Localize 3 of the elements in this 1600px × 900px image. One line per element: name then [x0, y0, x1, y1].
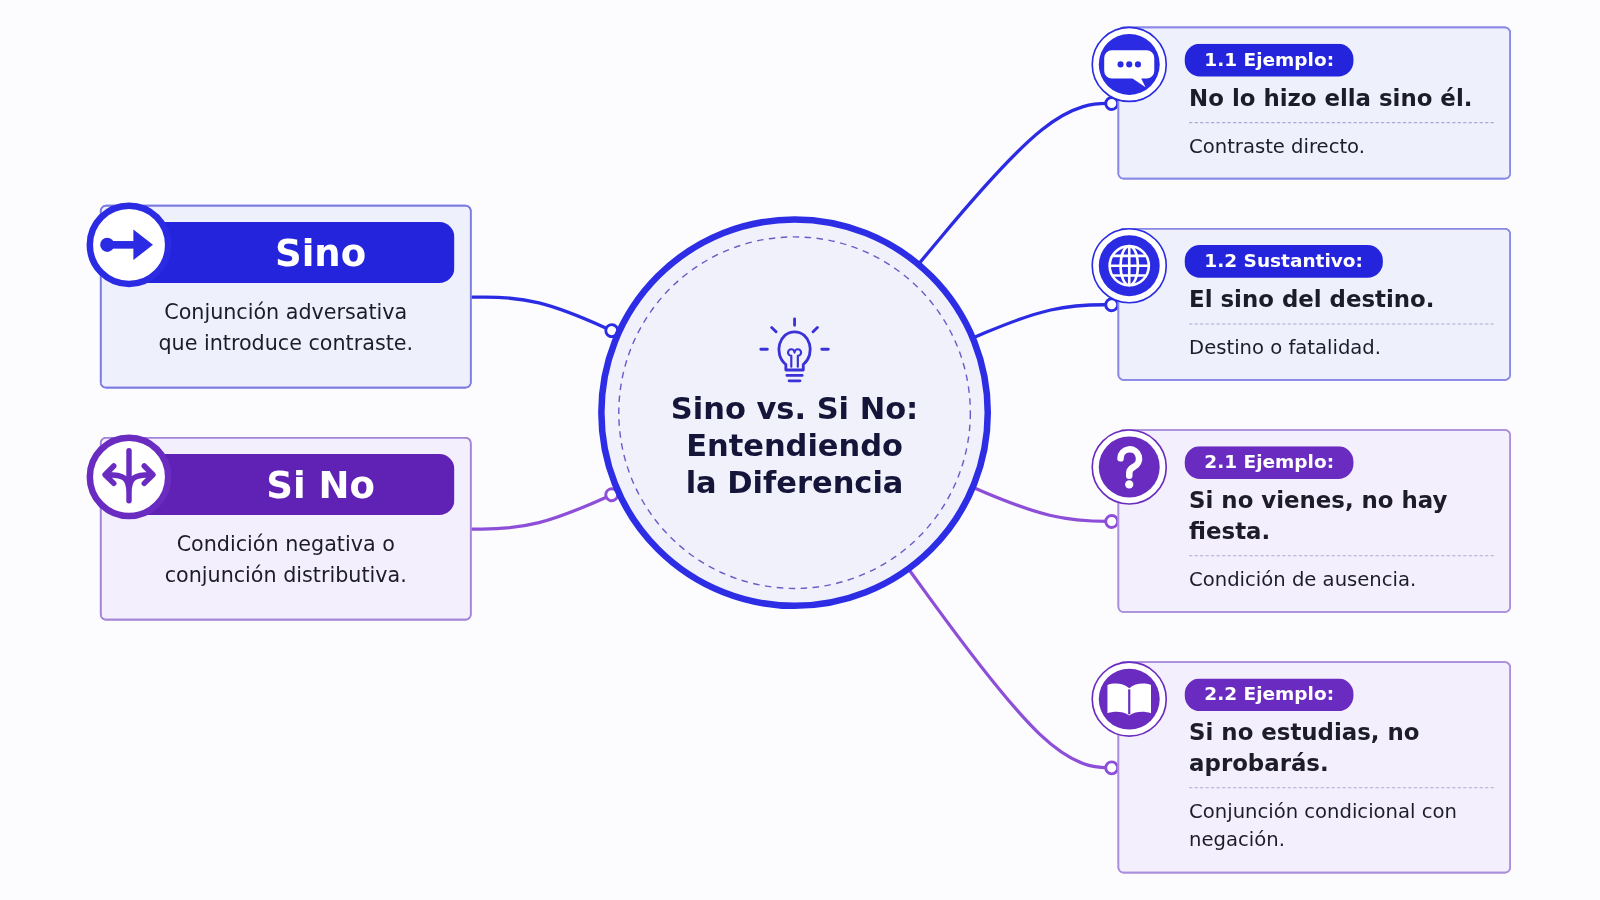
connector	[471, 295, 620, 339]
node-circle: Sino vs. Si No: Entendiendo la Diferencia	[598, 216, 991, 610]
connector	[471, 487, 620, 531]
